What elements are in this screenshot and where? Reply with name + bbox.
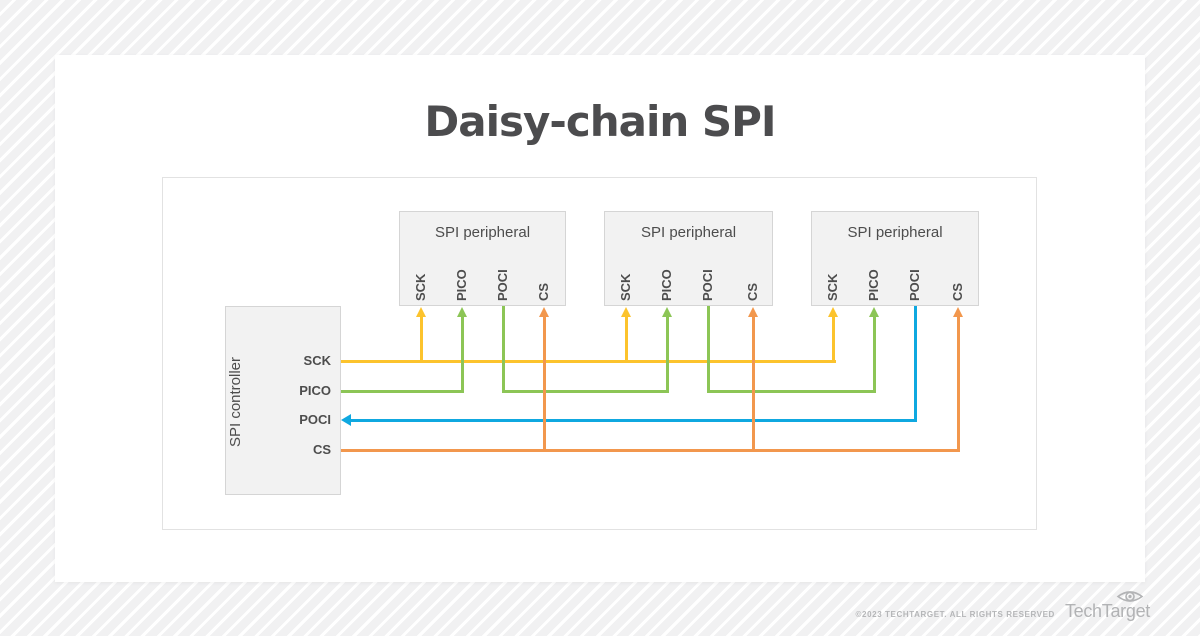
spi-peripheral-1-box: SPI peripheral [399, 211, 566, 306]
techtarget-eye-icon [1116, 588, 1144, 609]
spi-peripheral-3-title: SPI peripheral [847, 224, 943, 241]
peripheral-1-pin-cs: CS [536, 282, 551, 301]
copyright-text: ©2023 TECHTARGET. ALL RIGHTS RESERVED [855, 610, 1055, 619]
peripheral-3-pin-pico: PICO [866, 269, 881, 301]
sck-arrow-2-icon [621, 307, 631, 317]
sck-wire-branch-2 [625, 316, 628, 363]
techtarget-logo: TechTarget [1064, 591, 1150, 622]
sck-wire-branch-1 [420, 316, 423, 363]
sck-wire-branch-3 [832, 316, 835, 363]
pico-wire-up-2 [666, 316, 669, 393]
cs-wire-branch-1 [543, 316, 546, 452]
attribution-footer: ©2023 TECHTARGET. ALL RIGHTS RESERVED Te… [855, 591, 1150, 622]
peripheral-2-pin-cs: CS [745, 282, 760, 301]
controller-pin-cs: CS [312, 442, 331, 457]
sck-arrow-3-icon [828, 307, 838, 317]
controller-pin-pico: PICO [299, 383, 331, 398]
spi-peripheral-3-box: SPI peripheral [811, 211, 979, 306]
spi-peripheral-1-title: SPI peripheral [434, 224, 531, 241]
poci-arrow-icon [341, 414, 351, 426]
pico-wire-segment-1 [341, 390, 464, 393]
peripheral-3-pin-sck: SCK [825, 273, 840, 301]
diagram-frame: SPI controller SCK PICO POCI CS SPI peri… [162, 177, 1037, 530]
pico-wire-up-1 [461, 316, 464, 393]
sck-arrow-1-icon [416, 307, 426, 317]
controller-pin-poci: POCI [299, 412, 331, 427]
diagram-card: Daisy-chain SPI [55, 55, 1145, 582]
peripheral-1-pin-poci: POCI [495, 269, 510, 301]
cs-wire-horizontal [341, 449, 960, 452]
peripheral-2-pin-sck: SCK [618, 273, 633, 301]
peripheral-2-pin-poci: POCI [700, 269, 715, 301]
cs-wire-branch-2 [752, 316, 755, 452]
pico-wire-segment-2 [502, 390, 669, 393]
pico-arrow-1-icon [457, 307, 467, 317]
poci-wire-horizontal [351, 419, 917, 422]
spi-controller-box: SPI controller [225, 306, 341, 495]
peripheral-1-pin-sck: SCK [413, 273, 428, 301]
peripheral-3-pin-cs: CS [950, 282, 965, 301]
sck-wire-horizontal [341, 360, 836, 363]
cs-arrow-3-icon [953, 307, 963, 317]
peripheral-1-pin-pico: PICO [454, 269, 469, 301]
poci-wire-down [914, 306, 917, 422]
pico-wire-up-3 [873, 316, 876, 393]
peripheral-3-pin-poci: POCI [907, 269, 922, 301]
poci1-wire-down [502, 306, 505, 393]
techtarget-brand-text: TechTarget [1064, 601, 1150, 621]
peripheral-2-pin-pico: PICO [659, 269, 674, 301]
spi-peripheral-2-box: SPI peripheral [604, 211, 773, 306]
page-title: Daisy-chain SPI [424, 97, 776, 146]
cs-wire-branch-3 [957, 316, 960, 452]
pico-arrow-3-icon [869, 307, 879, 317]
cs-arrow-1-icon [539, 307, 549, 317]
spi-peripheral-2-title: SPI peripheral [640, 224, 737, 241]
controller-pin-sck: SCK [303, 353, 331, 368]
poci2-wire-down [707, 306, 710, 393]
pico-arrow-2-icon [662, 307, 672, 317]
cs-arrow-2-icon [748, 307, 758, 317]
pico-wire-segment-3 [707, 390, 876, 393]
